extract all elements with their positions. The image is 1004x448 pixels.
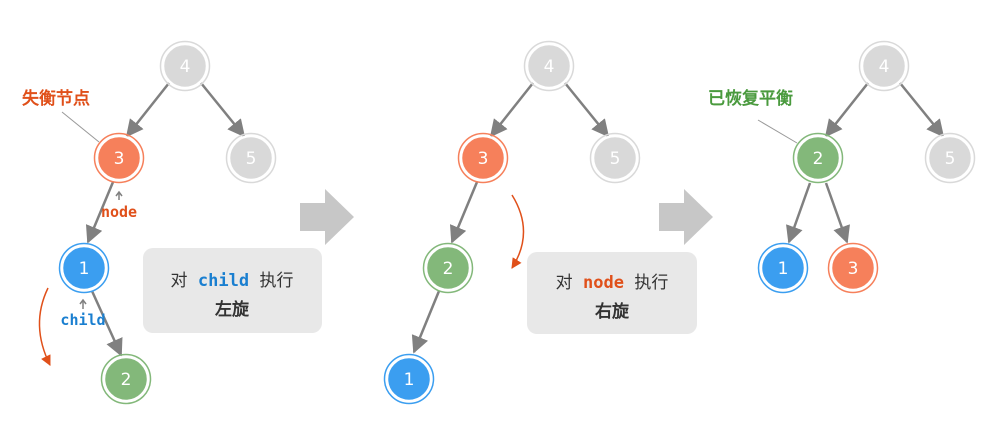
edge-3-1	[85, 181, 115, 244]
edge-4-5	[200, 82, 246, 138]
panel-2: 4 3 5 2 1	[383, 40, 641, 405]
box2-action: 右旋	[595, 301, 630, 322]
panel-1: 4 3 5 1 2 失衡节点 node child	[22, 40, 277, 405]
edge-4-2	[824, 82, 869, 138]
node-variable-label: node	[101, 203, 137, 221]
unbalanced-node-label: 失衡节点	[22, 88, 90, 109]
svg-text:2: 2	[121, 370, 132, 390]
tree-node-5: 5	[924, 132, 976, 184]
svg-text:1: 1	[79, 259, 90, 279]
node-pointer-arrow	[115, 190, 123, 200]
edge-4-3	[489, 82, 534, 138]
instruction-box-rotate-right: 对 node 执行 右旋	[527, 252, 697, 334]
box1-keyword: child	[198, 271, 249, 291]
edge-1-2	[90, 290, 123, 357]
svg-text:1: 1	[778, 259, 789, 279]
svg-text:4: 4	[180, 57, 191, 77]
box2-prefix: 对	[556, 273, 573, 293]
edge-4-3	[125, 82, 170, 138]
box2-keyword: node	[583, 273, 624, 293]
tree-node-4: 4	[858, 40, 910, 92]
tree-node-2-balanced: 2	[792, 132, 844, 184]
tree-node-1: 1	[757, 242, 809, 294]
edge-4-5	[564, 82, 610, 138]
child-pointer-arrow	[79, 298, 87, 309]
svg-text:3: 3	[478, 149, 489, 169]
svg-text:5: 5	[945, 149, 956, 169]
svg-text:1: 1	[404, 370, 415, 390]
rotation-arrow-left	[38, 287, 51, 366]
tree-node-4: 4	[159, 40, 211, 92]
svg-text:2: 2	[813, 149, 824, 169]
tree-node-3: 3	[827, 242, 879, 294]
svg-text:对 node 执行: 对 node 执行	[556, 273, 669, 293]
tree-node-2: 2	[100, 353, 152, 405]
box2-suffix: 执行	[634, 273, 668, 293]
tree-node-3-unbalanced: 3	[93, 132, 145, 184]
tree-node-1: 1	[58, 242, 110, 294]
tree-node-1: 1	[383, 353, 435, 405]
panel-3: 4 2 5 1 3 已恢复平衡	[708, 40, 976, 294]
tree-node-5: 5	[225, 132, 277, 184]
box1-action: 左旋	[215, 299, 250, 320]
instruction-box-rotate-left: 对 child 执行 左旋	[143, 248, 322, 333]
svg-text:4: 4	[879, 57, 890, 77]
svg-text:5: 5	[610, 149, 621, 169]
svg-text:对 child 执行: 对 child 执行	[171, 271, 294, 291]
step-arrow-2	[659, 189, 713, 245]
box1-suffix: 执行	[260, 271, 294, 291]
edge-2-1	[411, 290, 441, 354]
svg-text:3: 3	[114, 149, 125, 169]
svg-text:2: 2	[443, 259, 454, 279]
edge-2-1	[786, 182, 812, 244]
box1-prefix: 对	[171, 271, 188, 291]
unbalanced-pointer-line	[61, 111, 100, 143]
edge-3-2	[449, 181, 479, 244]
tree-node-2: 2	[422, 242, 474, 294]
rotation-arrow-right	[511, 194, 525, 269]
step-arrow-1	[300, 189, 354, 245]
child-variable-label: child	[60, 311, 105, 329]
svg-text:5: 5	[246, 149, 257, 169]
svg-text:4: 4	[544, 57, 555, 77]
edge-4-5	[899, 82, 945, 138]
tree-node-4: 4	[523, 40, 575, 92]
tree-node-5: 5	[589, 132, 641, 184]
svg-text:3: 3	[848, 259, 859, 279]
tree-node-3-unbalanced: 3	[457, 132, 509, 184]
balanced-label: 已恢复平衡	[708, 88, 793, 109]
balanced-pointer-line	[757, 119, 798, 144]
edge-2-3	[824, 182, 850, 244]
